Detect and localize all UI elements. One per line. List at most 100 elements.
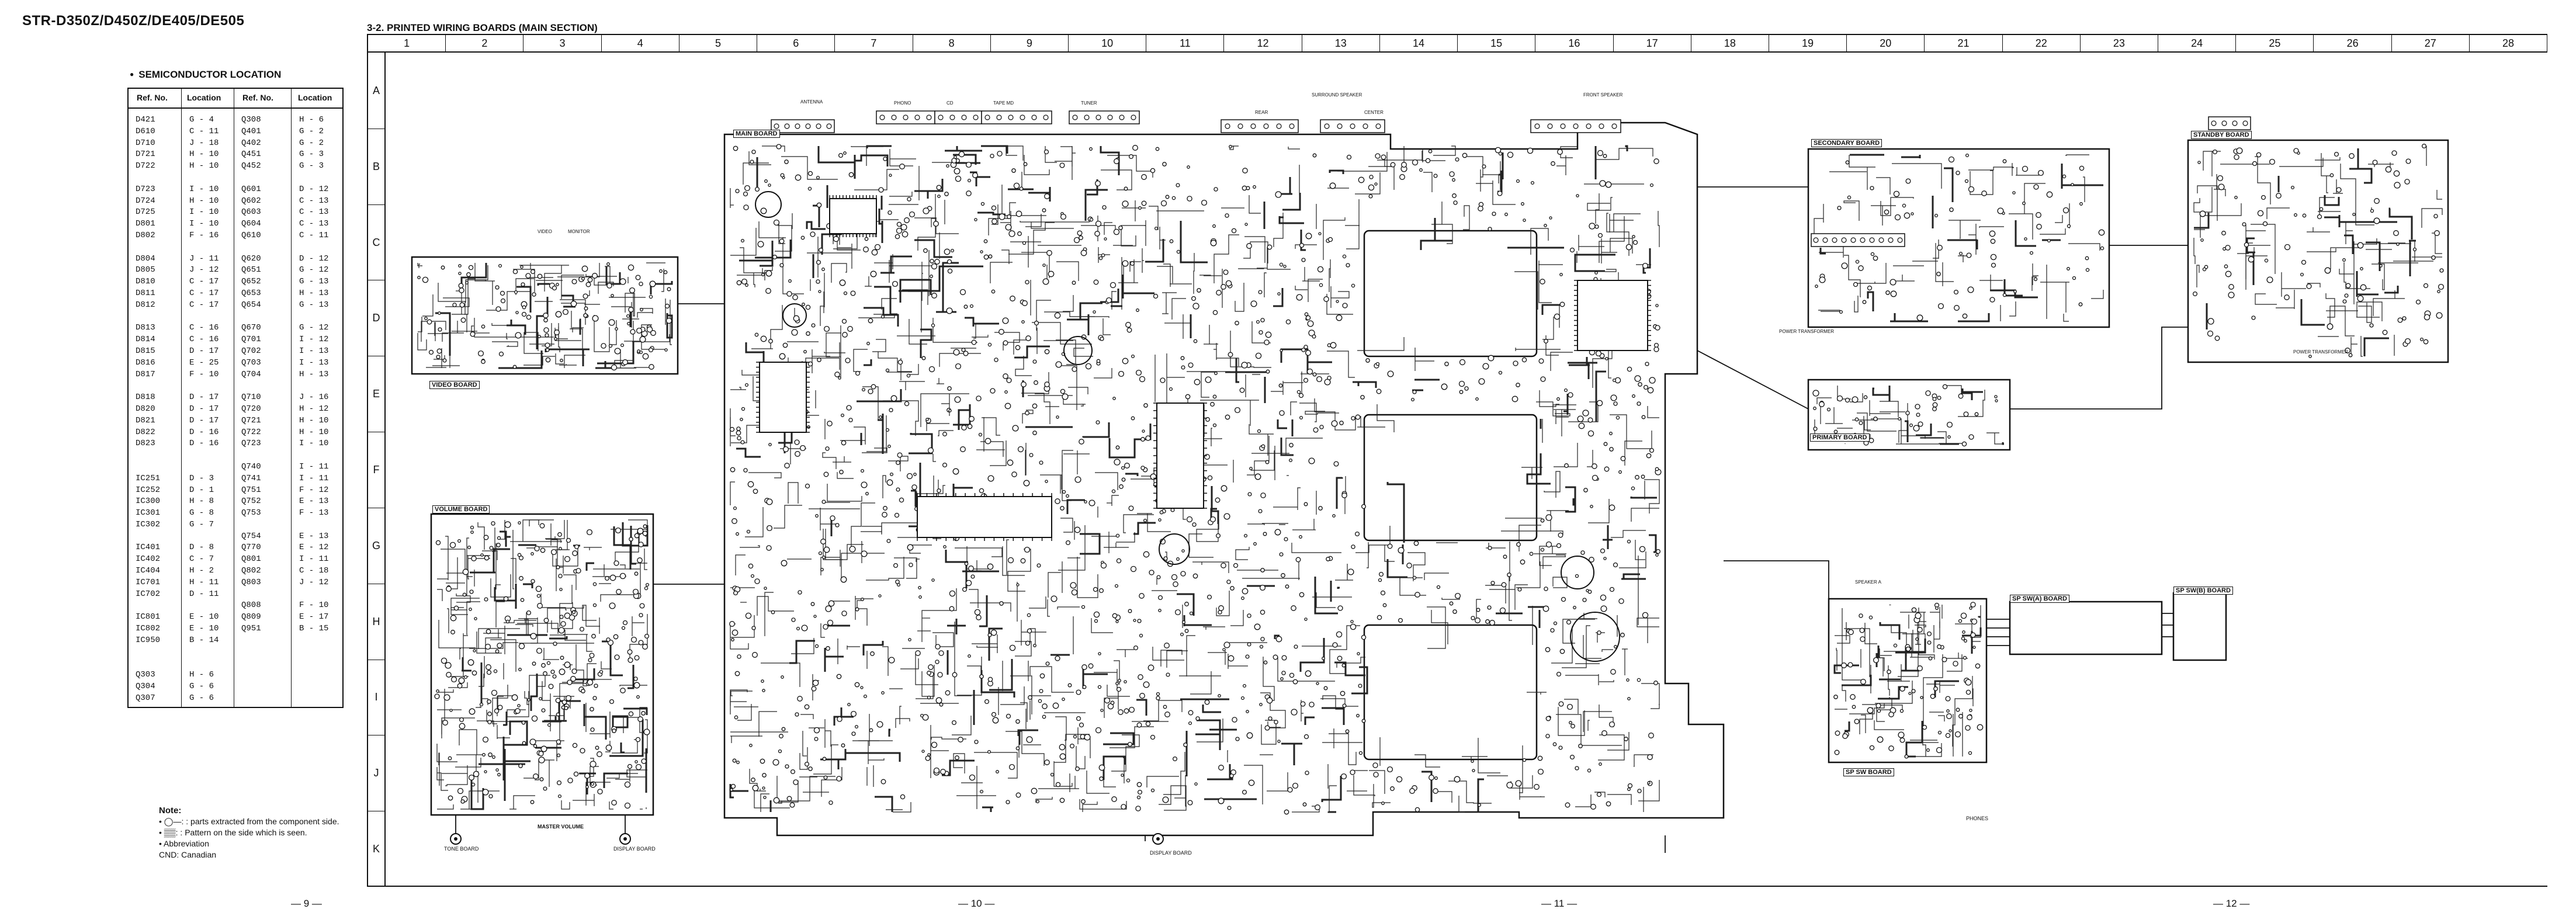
trace [600,559,641,602]
solder-pad [627,764,633,769]
trace [1299,403,1317,422]
solder-pad [930,275,933,278]
trace [862,386,879,420]
trace [1295,286,1308,290]
solder-pad [519,576,523,581]
solder-pad [959,289,966,296]
solder-pad [1655,304,1659,307]
solder-pad [1918,421,1923,427]
trace [967,665,982,679]
solder-pad [1169,239,1174,244]
trace [1001,249,1010,264]
trace [915,654,938,685]
trace [1489,584,1528,610]
solder-pad [868,388,873,394]
solder-pad [807,186,812,191]
solder-pad [1275,191,1282,198]
solder-pad [481,359,486,364]
solder-pad [749,744,753,747]
solder-pad [909,211,916,218]
solder-pad [764,587,767,590]
solder-pad [1062,393,1069,400]
solder-pad [1135,369,1142,376]
solder-pad [1113,228,1120,235]
solder-pad [504,521,511,528]
solder-pad [991,712,997,717]
solder-pad [935,660,939,664]
solder-pad [628,711,634,717]
connector-pin [1375,123,1381,129]
trace [537,283,550,286]
solder-pad [2437,290,2440,293]
solder-pad [1160,200,1167,207]
solder-pad [976,395,982,401]
trace [1080,533,1101,555]
solder-pad [1119,484,1124,489]
solder-pad [629,287,636,294]
trace [605,266,621,285]
connector-pin [1897,237,1903,243]
solder-pad [1550,628,1555,633]
solder-pad [1961,441,1967,447]
solder-pad [556,780,562,786]
solder-pad [1305,771,1309,775]
solder-pad [1010,296,1015,301]
grid-column-1: 1 [368,35,446,51]
solder-pad [1015,746,1020,751]
solder-pad [1305,233,1312,240]
solder-pad [969,416,975,422]
solder-pad [1893,190,1900,197]
solder-pad [1139,376,1146,383]
solder-pad [823,624,828,630]
solder-pad [913,473,917,476]
trace [1431,610,1448,644]
trace [1595,148,1653,160]
trace [459,648,461,660]
solder-pad [1194,782,1198,786]
solder-pad [980,202,985,206]
solder-pad [588,658,592,662]
trace [854,169,899,190]
solder-pad [1136,795,1141,800]
solder-pad [1160,377,1166,383]
solder-pad [1312,334,1316,339]
solder-pad [450,615,457,622]
solder-pad [1590,804,1596,810]
trace [878,414,884,454]
solder-pad [1587,768,1592,773]
solder-pad [998,329,1004,335]
solder-pad [1336,314,1343,321]
trace [2068,243,2100,251]
solder-pad [2098,229,2105,236]
ic-package [1577,280,1648,351]
trace [1329,733,1357,765]
solder-pad [1345,729,1350,734]
solder-pad [1253,542,1257,546]
trace [730,188,734,208]
capacitor [1063,336,1093,365]
trace [1247,523,1265,525]
solder-pad [545,357,551,363]
trace [522,519,540,542]
solder-pad [572,550,578,556]
solder-pad [1258,509,1263,513]
solder-pad [417,276,421,279]
solder-pad [1104,237,1107,241]
trace [1575,794,1592,807]
page-number: — 12 — [2213,898,2250,909]
solder-pad [1126,778,1131,783]
solder-pad [1013,182,1020,189]
solder-pad [936,185,942,190]
solder-pad [612,728,616,733]
solder-pad [752,785,759,792]
solder-pad [1862,300,1867,304]
solder-pad [574,544,580,550]
solder-pad [422,276,429,283]
solder-pad [946,164,949,168]
solder-pad [743,468,748,473]
trace [1926,682,1955,693]
trace [573,794,595,806]
solder-pad [497,536,501,540]
connector-pin [805,123,811,129]
solder-pad [1254,473,1261,480]
